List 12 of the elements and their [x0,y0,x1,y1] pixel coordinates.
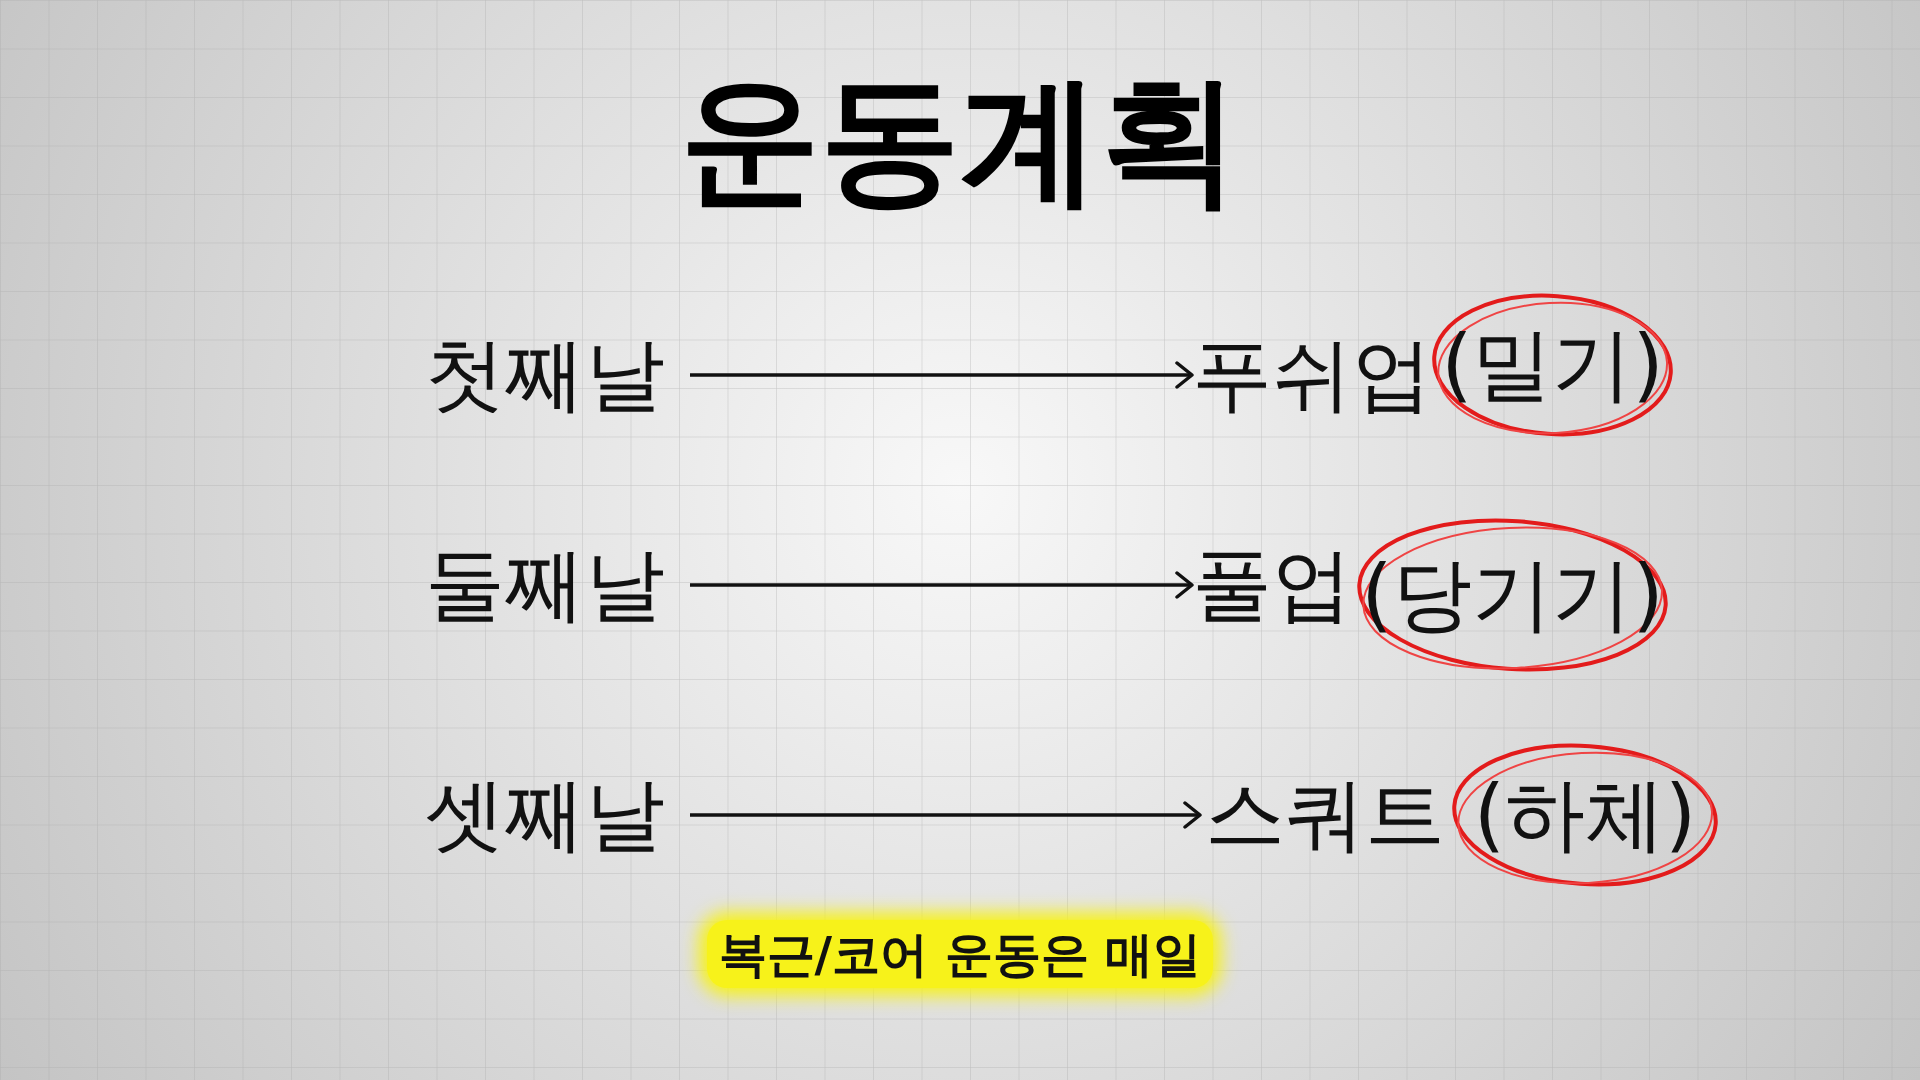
arrow [690,571,1194,599]
label-text: 풀업 [1192,530,1352,640]
arrow [690,361,1194,389]
highlighted-note: 복근/코어 운동은 매일 [706,920,1214,988]
circled-note: (당기기) [1355,515,1670,675]
label-text: 스쿼트 [1200,760,1450,870]
arrow [690,801,1202,829]
label-text: 첫째날 [400,320,690,430]
label-text: 셋째날 [400,760,690,870]
label-text: 푸쉬업 [1192,320,1432,430]
label-text: 둘째날 [400,530,690,640]
title: 운동계획 [679,70,1241,210]
